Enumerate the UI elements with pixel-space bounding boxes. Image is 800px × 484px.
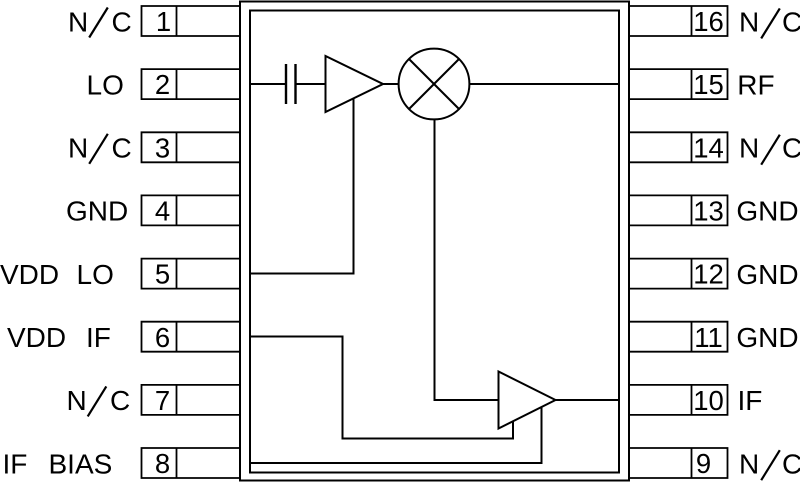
svg-text:GND: GND: [736, 196, 798, 227]
svg-text:N: N: [739, 133, 759, 164]
svg-text:5: 5: [155, 259, 170, 290]
svg-text:9: 9: [696, 448, 711, 479]
svg-text:C: C: [112, 6, 132, 37]
svg-text:3: 3: [155, 132, 170, 163]
svg-text:N: N: [67, 385, 87, 416]
svg-text:GND: GND: [736, 322, 798, 353]
svg-text:C: C: [782, 133, 800, 164]
svg-text:GND: GND: [736, 259, 798, 290]
svg-text:14: 14: [693, 132, 724, 163]
svg-text:C: C: [112, 133, 132, 164]
svg-text:2: 2: [155, 69, 170, 100]
svg-text:4: 4: [155, 196, 170, 227]
svg-text:N: N: [68, 6, 88, 37]
svg-text:C: C: [782, 448, 800, 479]
svg-text:VDD: VDD: [7, 322, 66, 353]
svg-text:N: N: [739, 448, 759, 479]
svg-text:10: 10: [693, 385, 724, 416]
svg-text:IF: IF: [738, 385, 763, 416]
svg-text:N: N: [68, 133, 88, 164]
svg-text:6: 6: [155, 322, 170, 353]
svg-text:IF: IF: [86, 322, 111, 353]
svg-text:11: 11: [694, 322, 723, 353]
svg-text:BIAS: BIAS: [49, 448, 113, 479]
svg-text:N: N: [739, 6, 759, 37]
svg-text:7: 7: [155, 385, 170, 416]
svg-text:16: 16: [693, 6, 724, 37]
svg-text:IF: IF: [3, 448, 28, 479]
svg-text:12: 12: [693, 259, 724, 290]
svg-text:8: 8: [155, 448, 170, 479]
svg-text:LO: LO: [77, 259, 114, 290]
svg-text:LO: LO: [87, 69, 124, 100]
svg-text:C: C: [782, 6, 800, 37]
svg-text:1: 1: [156, 6, 171, 37]
svg-text:C: C: [110, 385, 130, 416]
svg-text:GND: GND: [66, 196, 128, 227]
svg-text:15: 15: [693, 69, 724, 100]
svg-text:13: 13: [693, 196, 724, 227]
svg-text:VDD: VDD: [0, 259, 59, 290]
svg-text:RF: RF: [737, 69, 774, 100]
